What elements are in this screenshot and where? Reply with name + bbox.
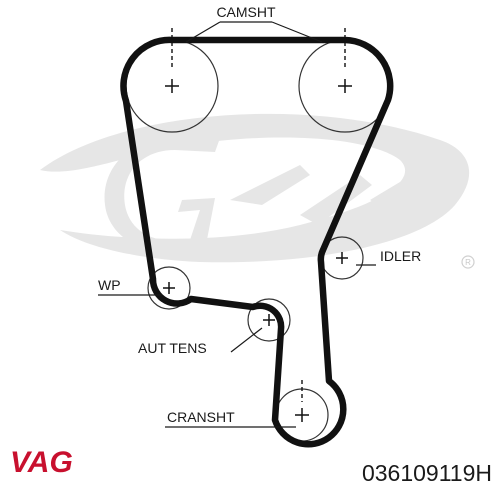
- auto-tensioner-pulley: [247, 298, 291, 342]
- auto-tensioner-label: AUT TENS: [138, 340, 207, 356]
- water-pump-pulley: [147, 266, 191, 310]
- crankshaft-center-mark: [295, 408, 309, 422]
- registered-mark: R: [465, 258, 471, 267]
- leader-lines: [98, 21, 376, 428]
- crankshaft-label: CRANSHT: [167, 409, 235, 425]
- part-number: 036109119H: [361, 460, 492, 486]
- tensioner-center-mark: [263, 314, 275, 326]
- pulley-centers: [163, 79, 352, 422]
- water-pump-center-mark: [163, 282, 175, 294]
- tensioner-leader: [230, 327, 263, 353]
- idler-center-mark: [336, 252, 348, 264]
- camshaft-left-center-mark: [165, 79, 179, 93]
- idler-label: IDLER: [380, 248, 421, 264]
- camshaft-leader: [185, 21, 323, 43]
- watermark-letters: [230, 165, 430, 225]
- registered-mark-ring: [461, 255, 475, 269]
- water-pump-label: WP: [98, 277, 121, 293]
- timing-marks: [171, 28, 346, 402]
- camshaft-right-center-mark: [338, 79, 352, 93]
- gates-watermark: R: [40, 113, 475, 269]
- brand-logo: VAG: [10, 446, 73, 479]
- camshaft-label: CAMSHT: [216, 4, 276, 20]
